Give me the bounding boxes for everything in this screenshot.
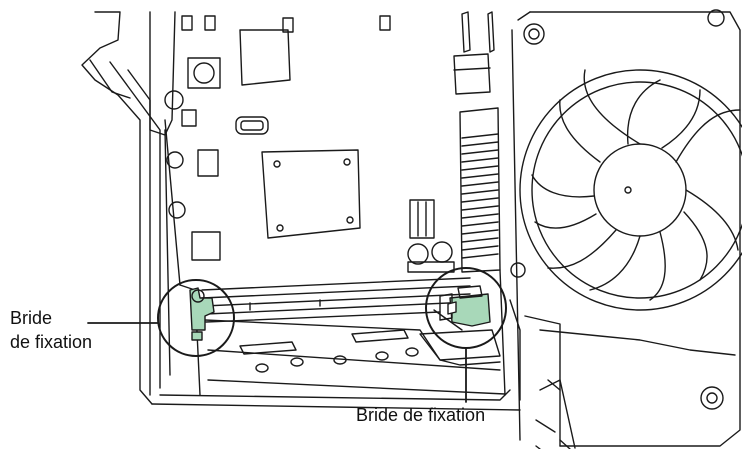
- round-button: [187, 57, 221, 89]
- top-tab: [461, 11, 471, 53]
- motherboard-panel: [149, 11, 521, 411]
- screw: [510, 262, 526, 278]
- processor-chip: [261, 149, 361, 239]
- left-chassis-wall: [81, 11, 171, 405]
- component-square: [181, 15, 193, 31]
- connector-inner: [240, 120, 264, 131]
- component-square: [379, 15, 391, 31]
- top-connector: [453, 53, 491, 95]
- component-square: [181, 109, 197, 127]
- callout-label-left-line2: de fixation: [10, 332, 93, 352]
- callout-label-bottom: Bride de fixation: [356, 405, 486, 425]
- left-retention-clip: [189, 287, 215, 341]
- component-square: [191, 231, 221, 261]
- screw: [706, 392, 718, 404]
- heatsink: [459, 107, 501, 273]
- callout-label-left-line1: Bride: [10, 308, 53, 328]
- side-panel: [499, 11, 741, 449]
- lower-shelf: [204, 319, 506, 395]
- capacitor: [164, 90, 184, 110]
- screw: [707, 9, 725, 27]
- capacitor: [407, 243, 429, 265]
- component-square: [197, 149, 219, 177]
- capacitor: [166, 151, 184, 169]
- screw: [700, 386, 724, 410]
- capacitor: [168, 201, 186, 219]
- memory-slot: [201, 277, 471, 323]
- connector: [235, 116, 269, 135]
- callout-circle-left: [157, 279, 235, 357]
- screw: [523, 23, 545, 45]
- right-retention-clip: [433, 285, 491, 331]
- component-square: [204, 15, 216, 31]
- screw: [528, 28, 540, 40]
- component-pair: [409, 199, 435, 239]
- large-chip: [239, 29, 291, 86]
- fan: [519, 69, 742, 311]
- capacitor: [431, 241, 453, 263]
